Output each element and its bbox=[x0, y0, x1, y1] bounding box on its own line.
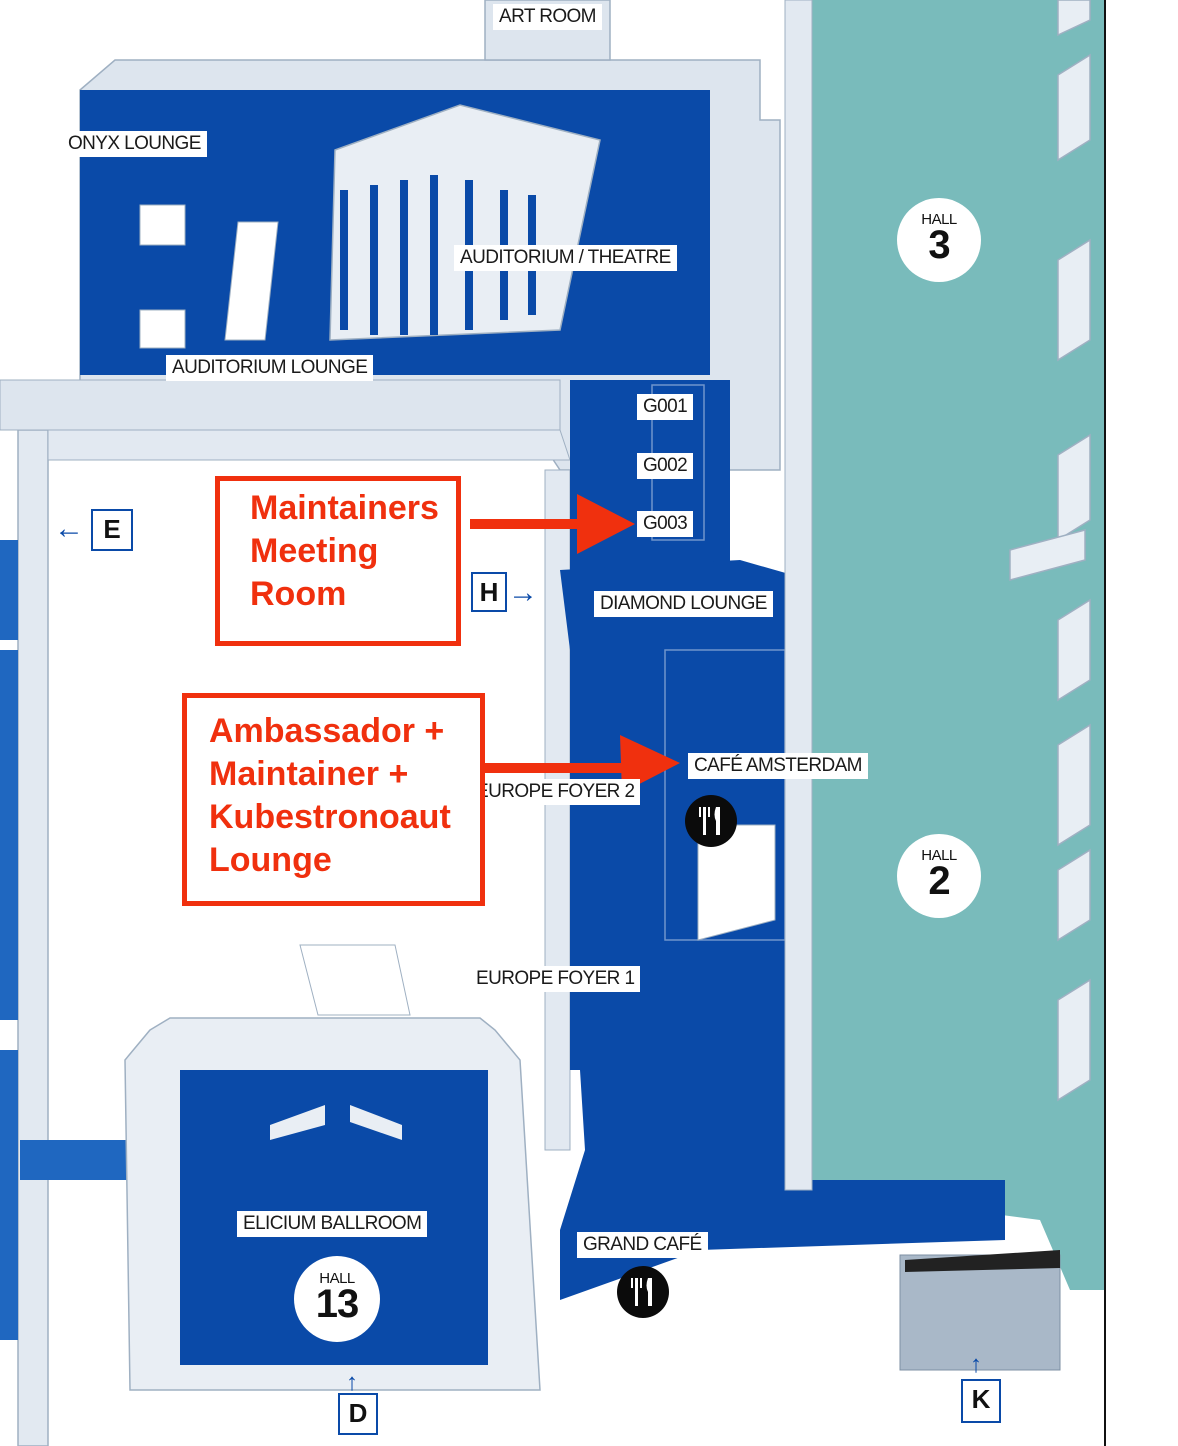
callout-ambassador-line-1: Ambassador + bbox=[209, 712, 445, 750]
callout-ambassador-line-2: Maintainer + bbox=[209, 755, 409, 793]
entrance-d-arrow-icon: ↑ bbox=[346, 1369, 358, 1396]
hall-3-badge: HALL 3 bbox=[897, 198, 981, 282]
k-block-roof bbox=[905, 1250, 1060, 1272]
ballroom-steps bbox=[270, 1105, 402, 1140]
callout-ambassador-line-4: Lounge bbox=[209, 841, 332, 879]
entrance-e-arrow-icon: ← bbox=[54, 512, 84, 545]
label-elicium-ballroom: ELICIUM BALLROOM bbox=[237, 1211, 428, 1237]
callout-maintainers-line-3: Room bbox=[250, 575, 347, 613]
hall-2-word: HALL bbox=[921, 847, 957, 864]
label-onyx-lounge: ONYX LOUNGE bbox=[62, 131, 207, 157]
auditorium-lounge-floor bbox=[0, 379, 561, 431]
label-grand-cafe: GRAND CAFÉ bbox=[577, 1232, 708, 1258]
label-cafe-amsterdam: CAFÉ AMSTERDAM bbox=[688, 753, 868, 779]
callout-maintainers-line-2: Meeting bbox=[250, 532, 379, 570]
fork-knife-icon bbox=[685, 795, 737, 847]
entrance-d: D bbox=[338, 1393, 378, 1435]
cafe-counter bbox=[697, 824, 776, 941]
label-g002: G002 bbox=[637, 453, 694, 479]
fork-knife-icon bbox=[617, 1266, 669, 1318]
foyer-1-floor bbox=[570, 945, 785, 1070]
hall-13-word: HALL bbox=[319, 1270, 355, 1287]
hall-3-number: 3 bbox=[928, 223, 950, 267]
hall-13-number: 13 bbox=[315, 1282, 360, 1326]
callout-ambassador-line-3: Kubestronoaut bbox=[209, 798, 451, 836]
entrance-h: H bbox=[471, 572, 507, 612]
entrance-k-arrow-icon: ↑ bbox=[970, 1351, 982, 1378]
left-blue-strip-3 bbox=[0, 1050, 18, 1340]
hall-3-word: HALL bbox=[921, 211, 957, 228]
callout-ambassador-lounge: Ambassador + Maintainer + Kubestronoaut … bbox=[182, 693, 485, 906]
entrance-k: K bbox=[961, 1379, 1001, 1423]
ballroom-stair bbox=[299, 944, 411, 1016]
entrance-e: E bbox=[91, 509, 133, 551]
entrance-h-arrow-icon: → bbox=[508, 576, 538, 609]
hall-k-block bbox=[899, 1254, 1061, 1371]
label-g003: G003 bbox=[637, 511, 694, 537]
right-inner-wall bbox=[784, 0, 813, 1191]
hall-2-3-floor bbox=[812, 0, 1105, 1290]
label-europe-foyer-2: EUROPE FOYER 2 bbox=[470, 779, 641, 805]
left-blue-strip-2 bbox=[0, 650, 18, 1020]
label-europe-foyer-1: EUROPE FOYER 1 bbox=[470, 966, 641, 992]
callout-maintainers-line-1: Maintainers bbox=[250, 489, 439, 527]
label-diamond-lounge: DIAMOND LOUNGE bbox=[594, 591, 773, 617]
hall-2-number: 2 bbox=[928, 859, 950, 903]
label-auditorium-theatre: AUDITORIUM / THEATRE bbox=[454, 245, 677, 271]
hall-13-badge: HALL 13 bbox=[294, 1256, 380, 1342]
hall-pillars bbox=[1009, 0, 1091, 1102]
callout-maintainers-meeting-room: Maintainers Meeting Room bbox=[215, 476, 461, 646]
callout-arrows bbox=[470, 494, 680, 793]
label-auditorium-lounge: AUDITORIUM LOUNGE bbox=[166, 355, 374, 381]
hall-2-badge: HALL 2 bbox=[897, 834, 981, 918]
label-g001: G001 bbox=[637, 394, 694, 420]
stairs bbox=[139, 204, 279, 349]
corridor-wall-top bbox=[47, 429, 571, 461]
left-wall-strip bbox=[17, 429, 49, 1446]
left-blue-strip bbox=[0, 540, 18, 640]
label-art-room: ART ROOM bbox=[493, 4, 602, 30]
